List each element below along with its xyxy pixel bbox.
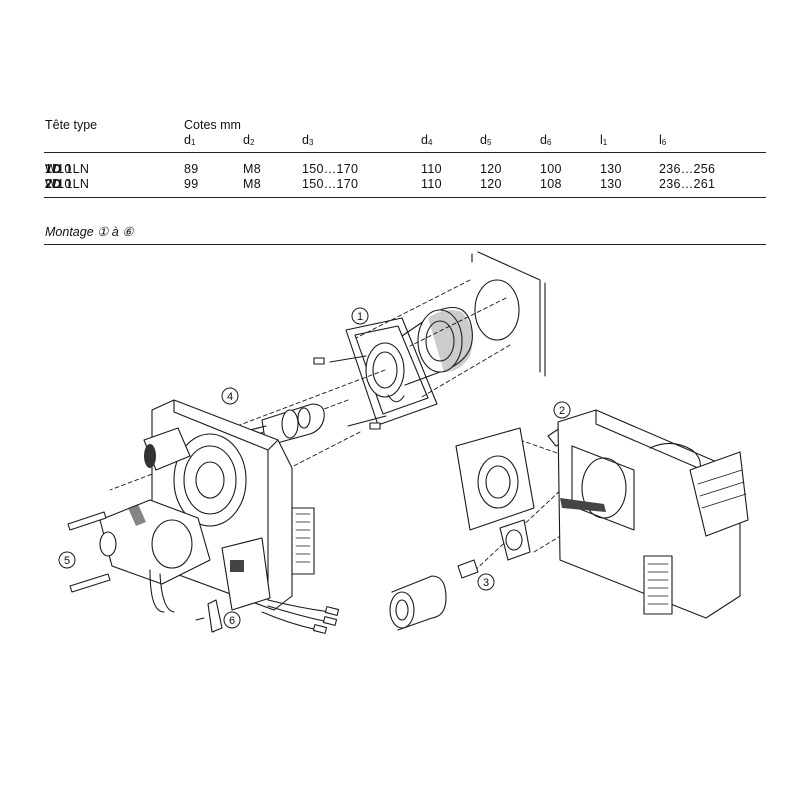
cell-d4: 110 — [421, 177, 442, 191]
head-type-header: Tête type — [45, 118, 98, 132]
table-row: W10 2D 1LN 99 M8 150…170 110 120 108 130… — [0, 177, 800, 193]
callout-label-4: 4 — [227, 391, 233, 403]
cell-d1: 89 — [184, 162, 199, 176]
col-l6: l6 — [659, 133, 667, 147]
cell-d5: 120 — [480, 177, 502, 191]
cell-d3: 150…170 — [302, 177, 359, 191]
fixing-bolts — [67, 511, 111, 593]
cell-d4: 110 — [421, 162, 442, 176]
cell-l1: 130 — [600, 177, 622, 191]
callout-label-6: 6 — [229, 615, 235, 627]
head-type-cell: W10 1D 1LN — [45, 162, 90, 176]
burner-assembly-diagram: 1 2 3 4 5 6 — [58, 251, 749, 634]
cell-l6: 236…261 — [659, 177, 716, 191]
col-d5: d5 — [480, 133, 492, 147]
callout-5 — [58, 551, 76, 569]
callout-label-5: 5 — [64, 555, 70, 567]
table-bottom-rule — [44, 197, 766, 198]
col-l1: l1 — [600, 133, 608, 147]
cell-d2: M8 — [243, 162, 261, 176]
cell-d5: 120 — [480, 162, 502, 176]
cell-d1: 99 — [184, 177, 199, 191]
wall-illustration — [471, 251, 546, 377]
head-type-cell: W10 2D 1LN — [45, 177, 90, 191]
table-row: W10 1D 1LN 89 M8 150…170 110 120 100 130… — [0, 162, 800, 178]
dimensions-header: Cotes mm — [184, 118, 241, 132]
montage-label: Montage ① à ⑥ — [45, 225, 134, 239]
burner-body — [99, 399, 340, 634]
table-top-rule — [44, 152, 766, 153]
callout-6 — [223, 611, 241, 629]
cell-l1: 130 — [600, 162, 622, 176]
cell-l6: 236…256 — [659, 162, 716, 176]
burner-housing — [455, 409, 749, 619]
callout-label-3: 3 — [483, 577, 489, 589]
callout-label-2: 2 — [559, 405, 565, 417]
callout-markers — [58, 307, 571, 629]
flange-blast-tube — [313, 306, 473, 430]
col-d2: d2 — [243, 133, 255, 147]
callout-4 — [221, 387, 239, 405]
col-d1: d1 — [184, 133, 196, 147]
callout-label-1: 1 — [357, 311, 363, 323]
callout-1 — [351, 307, 369, 325]
montage-rule — [44, 244, 766, 245]
callout-2 — [553, 401, 571, 419]
cell-d2: M8 — [243, 177, 261, 191]
callout-3 — [477, 573, 495, 591]
nozzle-fittings — [389, 519, 531, 631]
cell-d6: 108 — [540, 177, 562, 191]
mounting-bracket — [195, 599, 223, 633]
col-d6: d6 — [540, 133, 552, 147]
cell-d3: 150…170 — [302, 162, 359, 176]
col-d3: d3 — [302, 133, 314, 147]
col-d4: d4 — [421, 133, 433, 147]
cell-d6: 100 — [540, 162, 562, 176]
